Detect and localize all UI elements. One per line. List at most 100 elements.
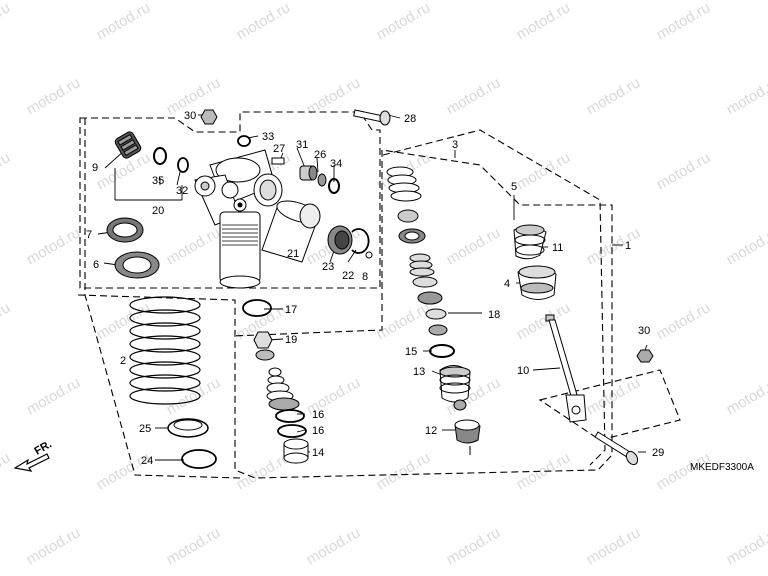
callout-1: 1 <box>625 240 631 252</box>
watermark-text: motod.ru <box>444 74 504 118</box>
part-21-tube <box>261 200 321 263</box>
watermark-text: motod.ru <box>724 74 768 118</box>
part-25-seat <box>167 418 209 438</box>
callout-6: 6 <box>93 259 99 271</box>
watermark-text: motod.ru <box>514 0 574 43</box>
watermark-text: motod.ru <box>24 374 84 418</box>
watermark-text: motod.ru <box>654 299 714 343</box>
callout-15: 15 <box>405 346 417 358</box>
part-33-o-ring <box>237 135 251 147</box>
callout-20: 20 <box>152 205 164 217</box>
callout-18: 18 <box>488 309 500 321</box>
watermark-text: motod.ru <box>444 224 504 268</box>
part-29-bolt <box>594 431 639 466</box>
callout-26: 26 <box>314 149 326 161</box>
part-24-ring <box>181 449 217 469</box>
watermark-text: motod.ru <box>654 0 714 43</box>
part-34-o-ring <box>328 178 340 194</box>
part-26-washer <box>317 173 327 187</box>
callout-17: 17 <box>285 304 297 316</box>
part-13-bump-rubber <box>439 365 471 411</box>
watermark-text: motod.ru <box>0 149 13 193</box>
watermark-text: motod.ru <box>724 524 768 568</box>
callout-21: 21 <box>287 248 299 260</box>
callout-29: 29 <box>652 447 664 459</box>
watermark-text: motod.ru <box>584 524 644 568</box>
part-32-o-ring <box>177 157 189 173</box>
callout-16b: 16 <box>312 425 324 437</box>
direction-label: FR. <box>33 438 54 457</box>
part-17-circlip <box>242 299 272 317</box>
watermark-text: motod.ru <box>724 374 768 418</box>
callout-10: 10 <box>517 365 529 377</box>
callout-11: 11 <box>552 242 563 254</box>
callout-30a: 30 <box>184 110 196 122</box>
callout-4: 4 <box>504 278 510 290</box>
callout-27: 27 <box>273 143 285 155</box>
part-35-o-ring <box>153 147 167 165</box>
callout-16a: 16 <box>312 409 324 421</box>
watermark-text: motod.ru <box>164 224 224 268</box>
part-7-lock-ring <box>106 217 144 243</box>
part-22-circlip <box>351 228 370 254</box>
piston-stack <box>266 367 300 411</box>
group-outlines <box>77 111 681 479</box>
part-31-cap <box>299 165 318 181</box>
diagram-code: MKEDF3300A <box>690 462 754 473</box>
watermark-text: motod.ru <box>94 0 154 43</box>
part-8-valve <box>365 251 373 259</box>
watermark-text: motod.ru <box>374 449 434 493</box>
watermark-text: motod.ru <box>444 524 504 568</box>
damper-body <box>194 149 283 289</box>
watermark-text: motod.ru <box>94 299 154 343</box>
watermark-text: motod.ru <box>374 0 434 43</box>
callout-23: 23 <box>322 261 334 273</box>
watermark-text: motod.ru <box>724 224 768 268</box>
part-30-nut <box>200 109 218 125</box>
part-6-nut <box>114 251 160 279</box>
callout-3: 3 <box>452 139 458 151</box>
callout-35: 35 <box>152 175 164 187</box>
watermark-text: motod.ru <box>584 374 644 418</box>
callout-34: 34 <box>330 158 342 170</box>
watermark-text: motod.ru <box>0 449 13 493</box>
part-28-bolt <box>353 109 391 126</box>
callout-8: 8 <box>362 271 368 283</box>
fr-arrow-icon <box>13 453 50 472</box>
part-11-boot <box>513 224 547 260</box>
callout-9: 9 <box>92 162 98 174</box>
part-15-o-ring <box>429 344 455 358</box>
watermark-text: motod.ru <box>584 224 644 268</box>
callout-32: 32 <box>176 185 188 197</box>
part-2-spring <box>129 296 201 405</box>
callout-2: 2 <box>120 355 126 367</box>
watermark-text: motod.ru <box>304 524 364 568</box>
watermark-text: motod.ru <box>514 149 574 193</box>
part-3-stack <box>386 166 448 336</box>
part-14-bushing <box>283 438 309 464</box>
callout-25: 25 <box>139 423 151 435</box>
watermark-text: motod.ru <box>164 374 224 418</box>
part-4-cap <box>517 265 557 300</box>
part-9-fitting <box>114 131 142 159</box>
callout-13: 13 <box>413 366 425 378</box>
callout-28: 28 <box>404 113 416 125</box>
callout-31: 31 <box>296 139 308 151</box>
callout-22: 22 <box>342 270 354 282</box>
watermark-text: motod.ru <box>654 149 714 193</box>
part-27-label <box>271 157 285 165</box>
callout-33: 33 <box>262 131 274 143</box>
part-19-nut <box>253 331 275 361</box>
callout-12: 12 <box>425 425 437 437</box>
callout-30b: 30 <box>638 325 650 337</box>
callout-7: 7 <box>86 229 92 241</box>
watermark-text: motod.ru <box>0 299 13 343</box>
part-30b-nut <box>636 349 654 363</box>
part-12-cap <box>454 419 481 455</box>
watermark-text: motod.ru <box>24 224 84 268</box>
part-23-cap <box>327 225 353 255</box>
watermark-text: motod.ru <box>24 74 84 118</box>
callout-19: 19 <box>285 334 297 346</box>
